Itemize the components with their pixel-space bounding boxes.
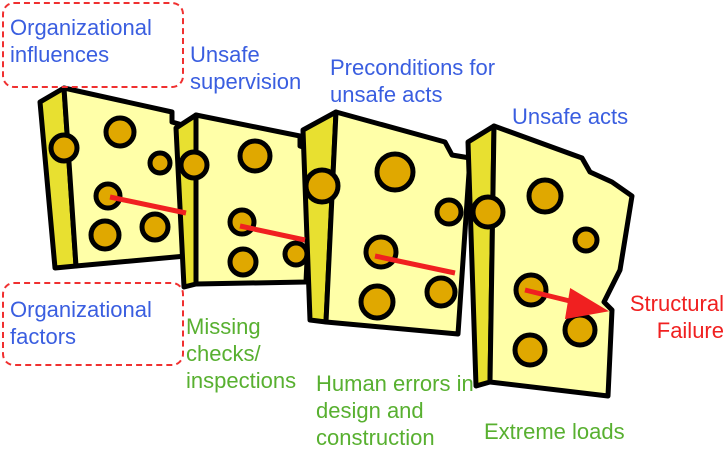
cheese-slice-3 — [300, 109, 473, 337]
failure-path-arrow — [109, 194, 610, 320]
label-org-factors: Organizational factors — [10, 297, 152, 349]
label-extreme-loads: Extreme loads — [484, 419, 625, 444]
cheese-slice-2 — [173, 112, 315, 290]
label-missing-checks: Missing checks/ inspections — [186, 314, 297, 393]
label-unsafe-supervision: Unsafe supervision — [190, 42, 302, 94]
label-human-errors: Human errors in design and construction — [316, 371, 474, 450]
label-unsafe-acts: Unsafe acts — [512, 104, 629, 129]
cheese-slice-4 — [465, 123, 635, 399]
cheese-slice-1 — [37, 85, 189, 271]
label-structural-failure: Structural Failure — [629, 291, 724, 343]
label-org-influences: Organizational influences — [10, 15, 152, 67]
org-influences-box — [2, 2, 184, 88]
label-preconditions: Preconditions for unsafe acts — [330, 55, 496, 107]
org-factors-box — [2, 282, 184, 366]
